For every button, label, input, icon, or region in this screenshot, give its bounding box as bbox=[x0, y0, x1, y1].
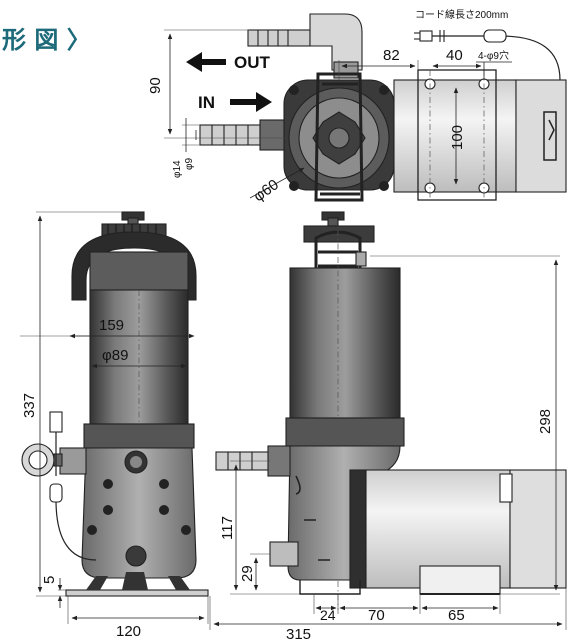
dim-65: 65 bbox=[448, 607, 465, 624]
top-view: OUT IN コード線長さ200mm 4-φ9穴 90 82 40 100 φ1… bbox=[147, 8, 567, 205]
pump-head-top bbox=[283, 72, 395, 202]
out-label: OUT bbox=[234, 53, 271, 72]
dim-315: 315 bbox=[286, 626, 311, 640]
out-label-group: OUT bbox=[186, 52, 271, 72]
dim-337: 337 bbox=[21, 393, 38, 418]
dim-phi60: φ60 bbox=[251, 176, 282, 205]
dim-82: 82 bbox=[383, 47, 400, 64]
dim-120: 120 bbox=[116, 623, 141, 640]
mount-holes-label: 4-φ9穴 bbox=[478, 49, 509, 62]
front-view: 159 φ89 337 5 120 bbox=[20, 211, 209, 640]
power-cord-top bbox=[414, 29, 561, 81]
in-label-group: IN bbox=[198, 92, 272, 112]
dim-29: 29 bbox=[239, 565, 256, 582]
dim-117: 117 bbox=[219, 516, 236, 540]
dim-70: 70 bbox=[368, 607, 385, 624]
in-label: IN bbox=[198, 93, 215, 112]
dim-100: 100 bbox=[449, 125, 466, 150]
side-view: 298 117 29 24 70 65 315 bbox=[209, 211, 567, 640]
dim-90: 90 bbox=[147, 77, 164, 94]
dim-phi9: φ9 bbox=[184, 158, 195, 170]
dim-298: 298 bbox=[537, 409, 554, 434]
cord-length-label: コード線長さ200mm bbox=[415, 8, 508, 21]
inlet-hose-barb bbox=[199, 119, 285, 151]
dim-159: 159 bbox=[99, 317, 124, 334]
dim-24: 24 bbox=[320, 607, 336, 623]
dim-5: 5 bbox=[41, 576, 58, 584]
dim-phi89: φ89 bbox=[102, 347, 128, 364]
heading-text: 形 図 〉 bbox=[2, 26, 91, 54]
motor-top bbox=[393, 69, 567, 201]
dim-40: 40 bbox=[446, 47, 463, 64]
dim-phi14: φ14 bbox=[172, 160, 183, 178]
